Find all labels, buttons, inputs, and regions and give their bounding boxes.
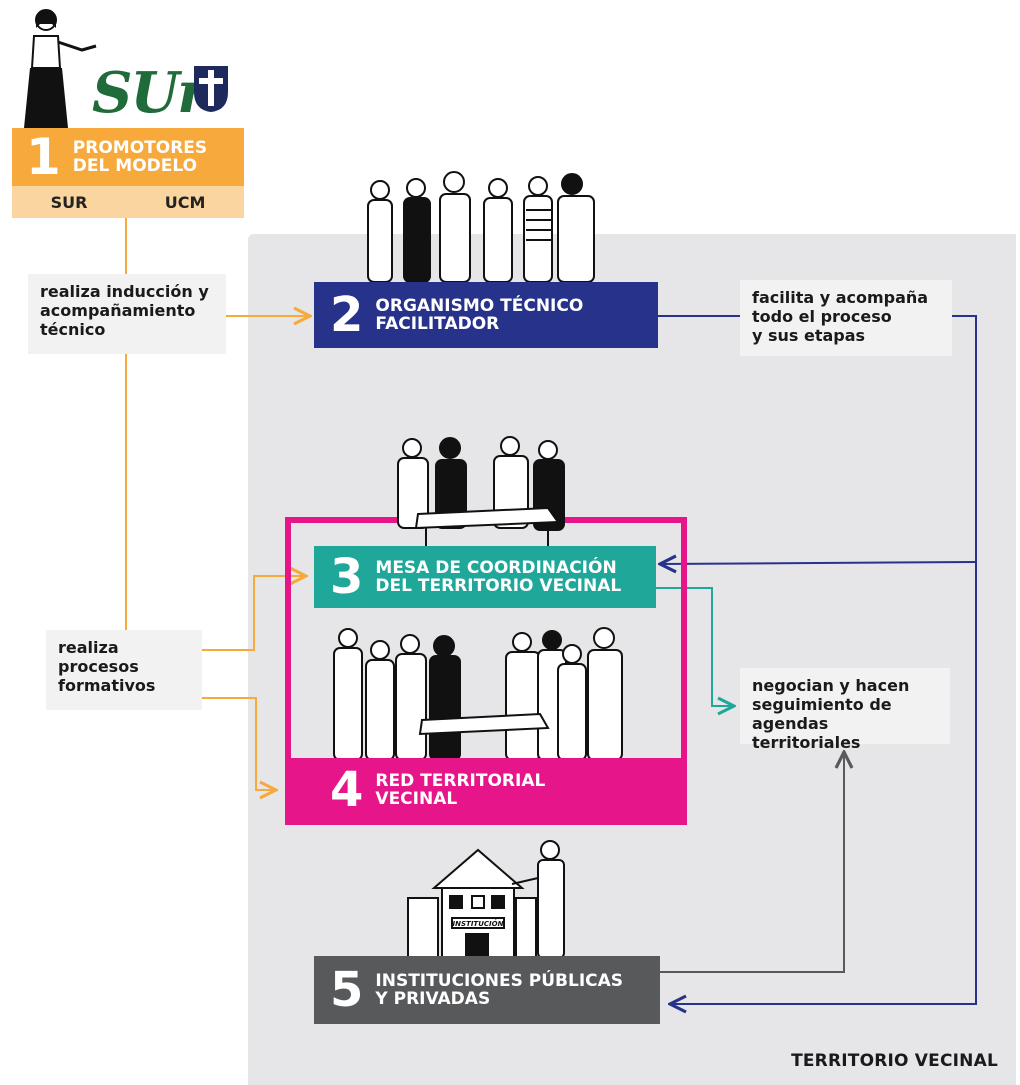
mesa-coordinacion-box: 3 MESA DE COORDINACIÓN DEL TERRITORIO VE… xyxy=(314,546,656,608)
blue-loop-line xyxy=(670,315,977,1004)
mesa-number: 3 xyxy=(330,549,364,605)
promotores-title: PROMOTORES DEL MODELO xyxy=(72,138,208,176)
territorio-vecinal-label: TERRITORIO VECINAL xyxy=(791,1051,998,1071)
note-facilita: facilita y acompaña todo el proceso y su… xyxy=(740,280,952,356)
org-sur-label: SUR xyxy=(50,192,88,212)
organismo-number: 2 xyxy=(330,287,364,343)
red-vecinal-crowd-illustration xyxy=(333,627,623,760)
instituciones-title: INSTITUCIONES PÚBLICAS Y PRIVADAS xyxy=(375,971,624,1009)
promotores-orgs: SUR UCM xyxy=(12,186,244,218)
arrow-mesa-to-negocian xyxy=(656,587,734,706)
promotores-number: 1 xyxy=(26,128,61,186)
red-title: RED TERRITORIAL VECINAL xyxy=(375,771,546,809)
red-number: 4 xyxy=(330,762,364,818)
red-territorial-box: 4 RED TERRITORIAL VECINAL xyxy=(288,758,684,822)
promotores-box: 1 PROMOTORES DEL MODELO xyxy=(12,128,244,186)
institution-building-illustration: INSTITUCIÓN xyxy=(407,840,565,958)
institucion-sign: INSTITUCIÓN xyxy=(453,919,504,928)
arrow-blue-to-mesa xyxy=(660,562,977,564)
arrow-to-red xyxy=(202,697,276,790)
arrow-to-mesa xyxy=(202,576,306,651)
ucm-cross-logo-icon xyxy=(194,66,228,112)
presenter-illustration xyxy=(24,9,97,128)
instituciones-box: 5 INSTITUCIONES PÚBLICAS Y PRIVADAS xyxy=(314,956,660,1024)
tecnicos-team-illustration xyxy=(367,171,595,282)
instituciones-number: 5 xyxy=(330,962,364,1018)
mesa-table-illustration xyxy=(397,436,565,546)
note-induccion: realiza inducción y acompañamiento técni… xyxy=(28,274,226,354)
organismo-title: ORGANISMO TÉCNICO FACILITADOR xyxy=(375,296,584,334)
mesa-title: MESA DE COORDINACIÓN DEL TERRITORIO VECI… xyxy=(375,558,622,596)
note-negocian: negocian y hacen seguimiento de agendas … xyxy=(740,668,950,752)
note-formativos: realiza procesos formativos xyxy=(46,630,202,710)
sur-logo: SUr xyxy=(92,60,207,126)
arrow-instituciones-to-negocian xyxy=(660,752,844,973)
organismo-tecnico-box: 2 ORGANISMO TÉCNICO FACILITADOR xyxy=(314,282,658,348)
org-ucm-label: UCM xyxy=(164,192,206,212)
